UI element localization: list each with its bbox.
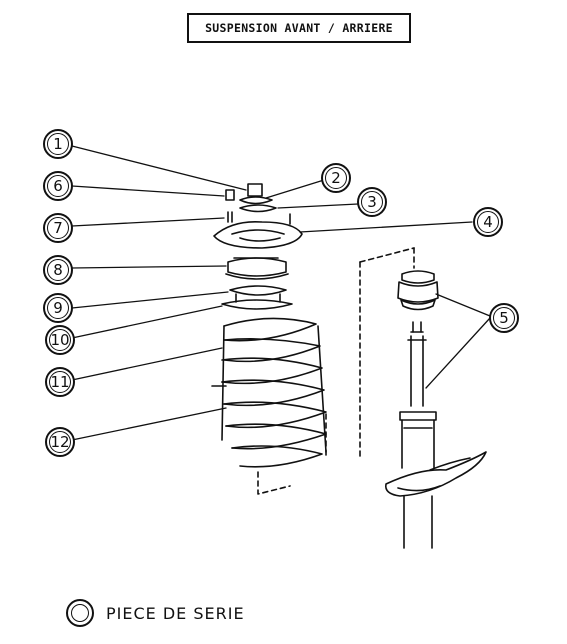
leader-lines bbox=[71, 145, 473, 441]
page-title: SUSPENSION AVANT / ARRIERE bbox=[187, 13, 411, 43]
svg-text:1: 1 bbox=[53, 135, 63, 153]
callout-10: 10 bbox=[45, 325, 75, 355]
callout-3: 3 bbox=[357, 187, 387, 217]
legend-label: PIECE DE SERIE bbox=[106, 603, 245, 623]
svg-text:7: 7 bbox=[53, 219, 63, 237]
svg-text:3: 3 bbox=[367, 193, 377, 211]
svg-text:8: 8 bbox=[53, 261, 63, 279]
callout-12: 12 bbox=[45, 427, 75, 457]
callout-6: 6 bbox=[43, 171, 73, 201]
legend-circle-icon bbox=[66, 599, 94, 627]
svg-text:10: 10 bbox=[50, 331, 69, 349]
callout-2: 2 bbox=[321, 163, 351, 193]
coil-spring-assembly bbox=[211, 183, 327, 495]
callout-4: 4 bbox=[473, 207, 503, 237]
svg-text:5: 5 bbox=[499, 309, 509, 327]
callout-circles: 1 6 7 8 9 10 11 bbox=[43, 129, 519, 457]
svg-text:2: 2 bbox=[331, 169, 341, 187]
svg-text:11: 11 bbox=[50, 373, 69, 391]
callout-7: 7 bbox=[43, 213, 73, 243]
callout-11: 11 bbox=[45, 367, 75, 397]
callout-1: 1 bbox=[43, 129, 73, 159]
svg-text:9: 9 bbox=[53, 299, 63, 317]
shock-absorber bbox=[359, 247, 491, 549]
callout-9: 9 bbox=[43, 293, 73, 323]
callout-8: 8 bbox=[43, 255, 73, 285]
legend: PIECE DE SERIE bbox=[66, 596, 245, 630]
svg-text:12: 12 bbox=[50, 433, 69, 451]
svg-text:4: 4 bbox=[483, 213, 493, 231]
svg-text:6: 6 bbox=[53, 177, 63, 195]
callout-5: 5 bbox=[489, 303, 519, 333]
